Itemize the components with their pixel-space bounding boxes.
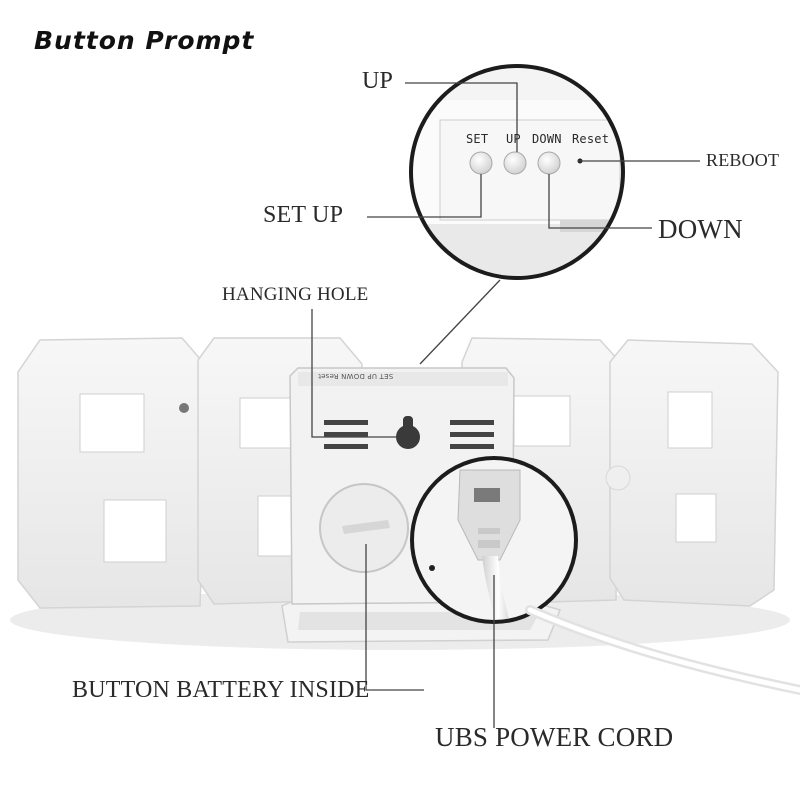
screw-icon — [179, 403, 189, 413]
digit-block-1 — [17, 337, 217, 609]
callout-reboot: REBOOT — [706, 150, 780, 170]
leader-lines — [311, 82, 700, 728]
hanging-hole — [396, 425, 420, 449]
magnifier-circle-icon — [409, 64, 625, 280]
up-button — [503, 151, 527, 175]
set-button-label: SET — [466, 132, 489, 146]
reset-button-label: Reset — [572, 132, 610, 146]
down-button — [537, 151, 561, 175]
callout-battery: BUTTON BATTERY INSIDE — [72, 677, 370, 703]
diagram-title: Button Prompt — [34, 26, 255, 55]
callout-power-cord: UBS POWER CORD — [435, 722, 674, 752]
set-button — [469, 151, 493, 175]
callout-up: UP — [362, 68, 394, 94]
back-panel-button-label: SET UP DOWN Reset — [318, 372, 394, 380]
callout-set-up: SET UP — [263, 202, 344, 228]
down-button-label: DOWN — [532, 132, 562, 146]
callout-down: DOWN — [658, 214, 743, 244]
up-button-label: UP — [506, 132, 521, 146]
digit-block-4 — [605, 339, 779, 607]
callout-hanging-hole: HANGING HOLE — [222, 284, 369, 305]
